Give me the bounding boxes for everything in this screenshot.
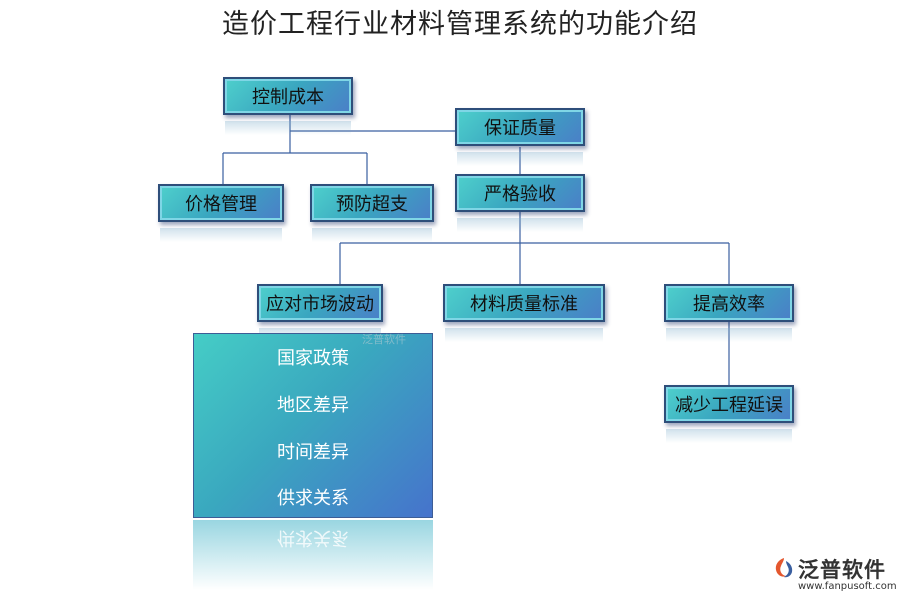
node-reduce-delay: 减少工程延误 xyxy=(664,385,794,443)
node-improve-efficiency: 提高效率 xyxy=(664,284,794,342)
node-material-standard: 材料质量标准 xyxy=(443,284,605,342)
logo-name: 泛普软件 xyxy=(798,558,886,582)
panel-item-regional-difference: 地区差异 xyxy=(277,395,349,416)
node-market-fluctuation: 应对市场波动 xyxy=(257,284,383,342)
node-strict-acceptance: 严格验收 xyxy=(455,174,585,232)
node-guarantee-quality: 保证质量 xyxy=(455,108,585,166)
panel-item-supply-demand: 供求关系 xyxy=(277,488,349,509)
panel-item-national-policy: 国家政策 xyxy=(277,348,349,369)
panel-reflection-text: 供求关系 xyxy=(277,527,349,548)
panel-reflection: 供求关系 xyxy=(193,520,433,590)
node-prevent-overspend: 预防超支 xyxy=(310,184,434,242)
fanpu-logo-icon xyxy=(775,558,793,578)
brand-logo: 泛普软件 www.fanpusoft.com xyxy=(772,554,897,594)
panel-item-time-difference: 时间差异 xyxy=(277,442,349,463)
factor-panel: 国家政策 地区差异 时间差异 供求关系 xyxy=(193,333,433,518)
node-price-management: 价格管理 xyxy=(158,184,284,242)
page-title: 造价工程行业材料管理系统的功能介绍 xyxy=(222,9,698,40)
node-control-cost: 控制成本 xyxy=(223,77,353,135)
center-watermark: 泛普软件 xyxy=(362,333,406,346)
logo-url: www.fanpusoft.com xyxy=(798,581,897,592)
